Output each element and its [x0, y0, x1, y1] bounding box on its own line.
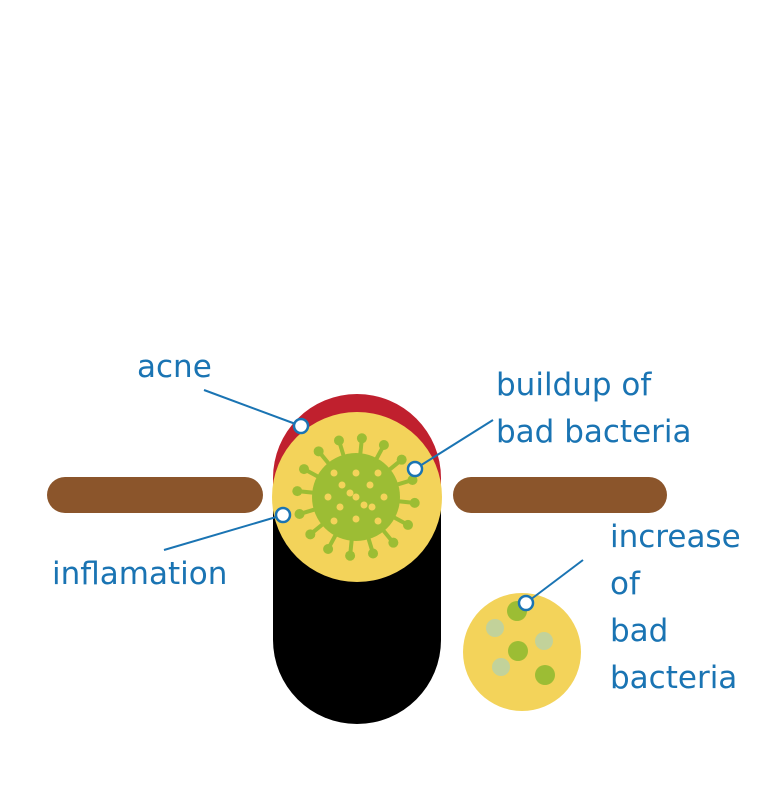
bacterium-spike-tip [402, 519, 413, 530]
bacterium-spike-tip [388, 537, 399, 548]
bacterium-spike [365, 534, 375, 552]
label-increase-line-1: increase [610, 519, 741, 555]
bacterium-spot [346, 489, 354, 497]
skin-surface-left [47, 477, 263, 513]
bacterium-spot [368, 503, 376, 511]
bacterium-spike [300, 489, 317, 495]
bacterium-spike-tip [323, 543, 334, 554]
bacterium-spike [319, 452, 333, 468]
bacterium-spike-tip [407, 474, 418, 485]
bacterium-spot [352, 469, 360, 477]
bacteria-dot-faded [535, 632, 553, 650]
callout-line-acne [203, 389, 302, 427]
bacterium-spike [390, 514, 407, 526]
bacterium-spot [380, 493, 388, 501]
bacterium-spot [324, 493, 332, 501]
callout-line-inflammation [163, 514, 284, 551]
bacterium-spot [338, 481, 346, 489]
bacterium-spike [395, 499, 412, 505]
label-buildup-line-2: bad bacteria [496, 414, 692, 450]
bacterium-spot [330, 517, 338, 525]
bacterium-spike [301, 506, 319, 516]
bacterium-spike [311, 520, 327, 534]
bacterium-spike [305, 468, 322, 480]
bacterium-spike-tip [294, 509, 305, 520]
bacterium-spike-tip [378, 440, 389, 451]
label-increase-line-4: bacteria [610, 660, 738, 696]
bacterium-spike-tip [292, 486, 303, 497]
label-increase-line-3: bad [610, 613, 669, 649]
bacterium-spike [385, 460, 401, 474]
callout-dot-increase [517, 594, 535, 612]
bacteria-dot-faded [492, 658, 510, 676]
callout-line-buildup [414, 419, 494, 470]
bacterium-spot [374, 517, 382, 525]
bacterium-spike [358, 441, 364, 458]
bacterium-spot [352, 515, 360, 523]
bacterium-spike-tip [313, 446, 324, 457]
label-increase: increase of bad bacteria [610, 514, 741, 702]
callout-dot-buildup [406, 460, 424, 478]
bacterium-spot [374, 469, 382, 477]
bacterium-spike-tip [396, 454, 407, 465]
bacterium-spike-tip [305, 529, 316, 540]
callout-line-increase [525, 559, 584, 604]
label-inflammation: inflamation [52, 556, 228, 592]
bacteria-dot [535, 665, 555, 685]
bacterium-spot [352, 493, 360, 501]
bacterium-spot [360, 501, 368, 509]
bacteria-dot [508, 641, 528, 661]
label-acne: acne [137, 349, 212, 385]
label-buildup-line-1: buildup of [496, 367, 652, 403]
bacterium-spike-tip [409, 497, 420, 508]
callout-dot-inflammation [274, 506, 292, 524]
bacterium-spike [393, 478, 411, 488]
bacterium-spike-tip [356, 433, 367, 444]
bacterium-spike [379, 526, 393, 542]
bacterium-spot [366, 481, 374, 489]
label-buildup: buildup of bad bacteria [496, 362, 692, 456]
callout-dot-acne [292, 417, 310, 435]
bacterium-spike-tip [345, 550, 356, 561]
bacterium-icon [292, 433, 420, 561]
bacterium-spike-tip [299, 464, 310, 475]
bacterium-spike-tip [368, 548, 379, 559]
bacterium-spike [337, 442, 347, 460]
bacterium-spot [336, 503, 344, 511]
bacterium-spot [330, 469, 338, 477]
bacterium-spike [373, 446, 385, 463]
label-increase-line-2: of [610, 566, 640, 602]
bacteria-dot-faded [486, 619, 504, 637]
bacterium-spike [348, 536, 354, 553]
bacterium-spike-tip [333, 435, 344, 446]
bacterium-spike [327, 531, 339, 548]
skin-surface-right [453, 477, 667, 513]
